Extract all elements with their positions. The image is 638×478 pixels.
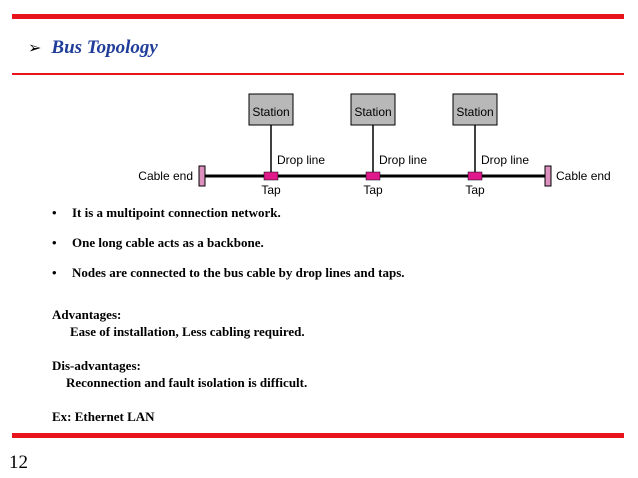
- drop-line-label: Drop line: [481, 153, 529, 167]
- disadvantages-heading: Dis-advantages:: [52, 358, 141, 373]
- drop-line-label: Drop line: [277, 153, 325, 167]
- list-item: • Nodes are connected to the bus cable b…: [52, 265, 405, 281]
- top-accent-bar: [12, 14, 624, 19]
- station-label: Station: [354, 105, 391, 119]
- bullet-list: • It is a multipoint connection network.…: [52, 205, 405, 295]
- bottom-accent-bar: [12, 433, 624, 438]
- bus-topology-diagram: Cable end Cable end Station Drop line Ta…: [138, 93, 611, 197]
- disadvantages-text: Reconnection and fault isolation is diff…: [66, 375, 308, 390]
- drop-line-label: Drop line: [379, 153, 427, 167]
- bullet-icon: •: [52, 265, 57, 280]
- page-number: 12: [9, 452, 28, 473]
- title-divider: [12, 73, 624, 75]
- tap-label: Tap: [363, 183, 383, 197]
- advantages-text: Ease of installation, Less cabling requi…: [70, 324, 305, 339]
- cable-end-label-right: Cable end: [556, 169, 611, 183]
- tap-label: Tap: [465, 183, 485, 197]
- cable-end-label-left: Cable end: [138, 169, 193, 183]
- station-box: [248, 93, 294, 126]
- tap-connector: [263, 171, 279, 181]
- cable-end-left: [198, 165, 206, 187]
- bullet-text: Nodes are connected to the bus cable by …: [72, 265, 405, 280]
- bullet-text: One long cable acts as a backbone.: [72, 235, 264, 250]
- list-item: • It is a multipoint connection network.: [52, 205, 405, 221]
- cable-end-right: [544, 165, 552, 187]
- bullet-icon: •: [52, 235, 57, 250]
- station-box: [452, 93, 498, 126]
- advantages-heading: Advantages:: [52, 307, 122, 322]
- station-label: Station: [252, 105, 289, 119]
- list-item: • One long cable acts as a backbone.: [52, 235, 405, 251]
- station-box: [350, 93, 396, 126]
- tap-connector: [467, 171, 483, 181]
- slide-title: Bus Topology: [51, 37, 158, 58]
- bullet-text: It is a multipoint connection network.: [72, 205, 281, 220]
- arrow-bullet-icon: ➢: [28, 38, 42, 57]
- station-label: Station: [456, 105, 493, 119]
- slide-heading: ➢ Bus Topology: [28, 37, 158, 59]
- bullet-icon: •: [52, 205, 57, 220]
- tap-connector: [365, 171, 381, 181]
- example-text: Ex: Ethernet LAN: [52, 409, 155, 424]
- tap-label: Tap: [261, 183, 281, 197]
